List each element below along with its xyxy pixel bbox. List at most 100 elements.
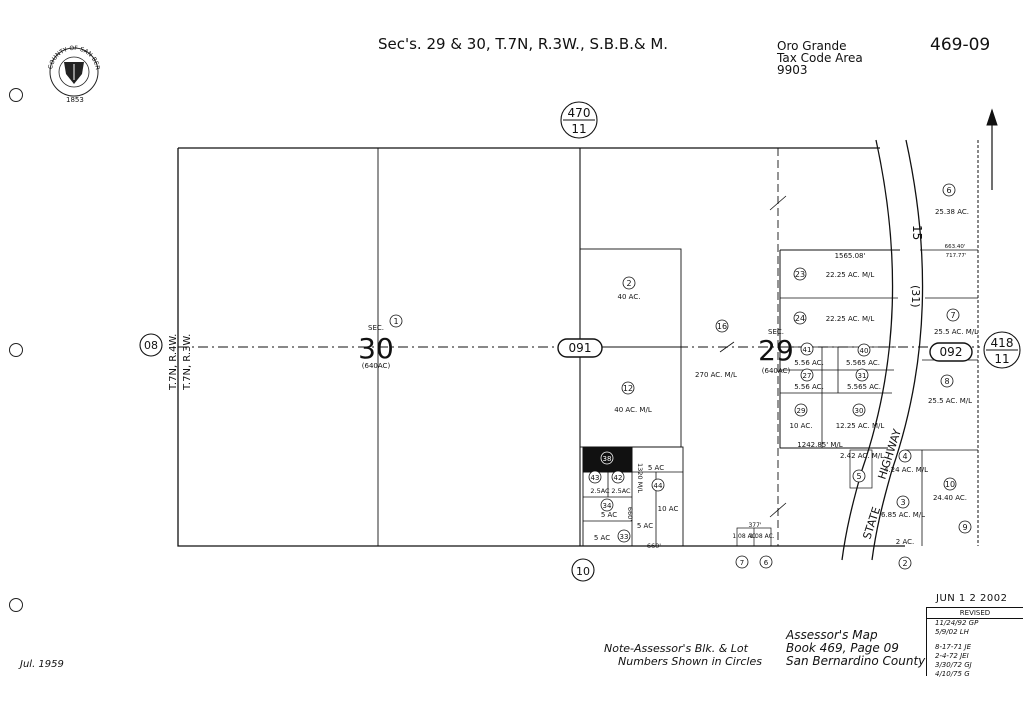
parcel-3: 3: [900, 498, 905, 507]
dim-660a: 660': [626, 507, 634, 521]
parcel-6: 6: [946, 186, 951, 195]
parcel-6-south: 6: [764, 559, 769, 567]
dim-1565: 1565.08': [835, 252, 866, 260]
revision-entry: 5/9/02 LH: [935, 628, 969, 636]
dim-1242: 1242.85' M/L: [797, 441, 842, 449]
revision-title: REVISED: [927, 608, 1023, 619]
page-number: 469-09: [930, 35, 991, 55]
township-left: T.7N, R.4W.: [168, 334, 179, 391]
revision-entry: 8-17-71 JE: [935, 643, 972, 651]
township-right: T.7N, R.3W.: [182, 334, 193, 391]
dim-377: 377': [748, 522, 761, 529]
parcel-23-area: 22.25 AC. M/L: [826, 271, 875, 279]
binder-hole-bottom: [9, 598, 23, 612]
parcel-27-area: 5.56 AC.: [794, 383, 824, 391]
dim-1320: 1320 M/L: [636, 463, 644, 493]
area-1-08a: 1.08 AC.: [732, 533, 757, 540]
sec29-area: (640AC): [762, 367, 791, 375]
area-5a: 5 AC: [648, 464, 664, 472]
parcel-7-south: 7: [740, 559, 744, 567]
area-10: 10 AC: [658, 505, 679, 513]
parcel-2-area: 40 AC.: [618, 293, 641, 301]
parcel-27: 27: [803, 372, 812, 380]
original-date: Jul. 1959: [20, 659, 64, 670]
highway-route: 15: [910, 225, 924, 240]
adjacent-north-top: 470: [568, 106, 591, 120]
parcel-24: 24: [795, 314, 805, 323]
highway-west-edge: [841, 139, 894, 561]
parcel-40: 40: [860, 347, 869, 355]
parcel-2: 2: [626, 279, 631, 288]
sec30-area: (640AC): [362, 362, 391, 370]
binder-hole-top: [9, 88, 23, 102]
parcel-9: 9: [962, 523, 967, 532]
revision-entry: 4/10/75 G: [935, 670, 970, 678]
highway-east-edge: [871, 139, 924, 561]
revision-entry: 2-4-72 JEI: [935, 652, 969, 660]
parcel-33: 33: [620, 533, 629, 541]
parcel-41: 41: [803, 346, 812, 354]
adjacent-north-bottom: 11: [571, 122, 586, 136]
tax-area-line-1: Oro Grande: [777, 39, 847, 53]
sec30-label: SEC.: [368, 324, 384, 332]
parcel-2b: 2: [902, 559, 907, 568]
parcel-42: 42: [614, 474, 623, 482]
parcel-24-area: 22.25 AC. M/L: [826, 315, 875, 323]
parcel-43: 43: [591, 474, 600, 482]
block-092: 092: [940, 345, 963, 359]
parcel-7-area: 25.5 AC. M/L: [934, 328, 978, 336]
map-title: Sec's. 29 & 30, T.7N, R.3W., S.B.B.& M.: [378, 35, 669, 53]
area-5c: 5 AC: [594, 534, 610, 542]
parcel-31-area: 5.565 AC.: [847, 383, 881, 391]
sec29-number: 29: [758, 334, 794, 367]
block-091: 091: [569, 341, 592, 355]
parcel-29: 29: [797, 407, 806, 415]
parcel-3-area: 6.85 AC. M/L: [881, 511, 925, 519]
parcel-23: 23: [795, 270, 805, 279]
adjacent-east-bottom: 11: [994, 352, 1009, 366]
parcel-29-area: 10 AC.: [790, 422, 813, 430]
highway-name-1: STATE: [860, 505, 883, 541]
parcel-34: 34: [603, 502, 612, 510]
parcel-16: 16: [717, 322, 727, 331]
parcel-12: 12: [623, 384, 633, 393]
tax-area-line-2: Tax Code Area: [777, 51, 863, 65]
received-stamp: JUN 1 2 2002: [936, 593, 1008, 604]
parcel-6-area: 25.38 AC.: [935, 208, 969, 216]
parcel-44: 44: [654, 482, 663, 490]
parcel-16-area: 270 AC. M/L: [695, 371, 737, 379]
parcel-8: 8: [944, 377, 949, 386]
parcel-3b-area: 2 AC.: [896, 538, 914, 546]
sec29-label: SEC.: [768, 328, 784, 336]
county-seal: COUNTY OF SAN BERNARDINO: [40, 40, 101, 97]
adjacent-west: 08: [144, 339, 158, 352]
parcel-5: 5: [856, 472, 861, 481]
parcel-12-area: 40 AC. M/L: [614, 406, 652, 414]
parcel-10-area: 24.40 AC.: [933, 494, 967, 502]
sec30-number: 30: [358, 332, 394, 365]
parcel-30: 30: [855, 407, 864, 415]
parcel-8-area: 25.5 AC. M/L: [928, 397, 972, 405]
seal-year: 1853: [66, 96, 84, 104]
adjacent-east-top: 418: [991, 336, 1014, 350]
highway-alt: (31): [909, 285, 922, 308]
parcel-40-area: 5.565 AC.: [846, 359, 880, 367]
parcel-4: 4: [902, 452, 907, 461]
parcel-5-area: 2.42 AC. M/L: [840, 452, 884, 460]
parcel-4-area: 4.24 AC. M/L: [884, 466, 928, 474]
parcel-38: 38: [603, 455, 612, 463]
area-2-5b: 2.5AC: [611, 487, 631, 495]
map-caption-line-2: Book 469, Page 09: [786, 641, 899, 655]
area-5b: 5 AC: [601, 511, 617, 519]
dim-717: 717.77': [946, 253, 967, 259]
revision-entry: 3/30/72 GJ: [935, 661, 972, 669]
map-caption-line-3: San Bernardino County: [786, 654, 926, 668]
revision-entry: 11/24/92 GP: [935, 619, 979, 627]
dim-660b: 660': [647, 542, 661, 550]
map-caption-line-1: Assessor's Map: [786, 628, 878, 642]
parcel-10: 10: [945, 480, 955, 489]
tax-area-code: 9903: [777, 63, 808, 77]
